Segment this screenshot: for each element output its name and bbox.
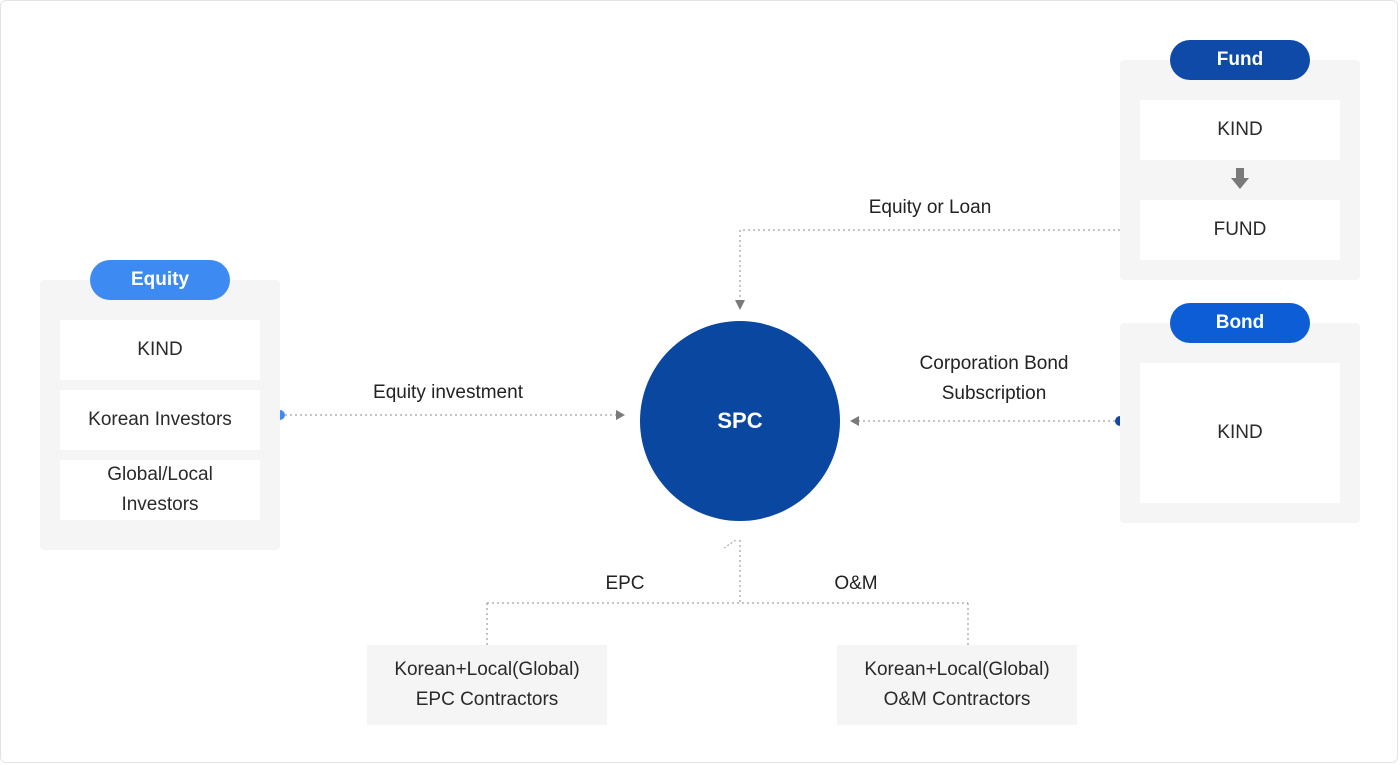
equity-pill: Equity — [90, 260, 230, 300]
equity-investment-label: Equity investment — [373, 382, 523, 403]
equity-or-loan-label: Equity or Loan — [868, 197, 992, 218]
equity-or-loan-arrowhead — [735, 300, 745, 310]
bond-item-kind: KIND — [1140, 363, 1340, 503]
epc-label: EPC — [605, 573, 645, 594]
fund-item-kind: KIND — [1140, 100, 1340, 160]
tree-arrowhead-mark — [723, 539, 737, 549]
equity-item-kind: KIND — [60, 320, 260, 380]
arrow-down-icon — [1230, 168, 1250, 190]
corporation-bond-label: Corporation Bond Subscription — [919, 353, 1069, 404]
bond-pill: Bond — [1170, 303, 1310, 343]
equity-investment-arrowhead — [616, 410, 625, 420]
equity-item-global-local-investors: Global/Local Investors — [60, 460, 260, 520]
fund-item-fund: FUND — [1140, 200, 1340, 260]
bond-arrowhead — [850, 416, 859, 426]
equity-item-korean-investors: Korean Investors — [60, 390, 260, 450]
spc-circle: SPC — [640, 321, 840, 521]
om-contractors-box: Korean+Local(Global) O&M Contractors — [837, 645, 1077, 725]
epc-contractors-box: Korean+Local(Global) EPC Contractors — [367, 645, 607, 725]
fund-pill: Fund — [1170, 40, 1310, 80]
om-label: O&M — [834, 573, 878, 594]
